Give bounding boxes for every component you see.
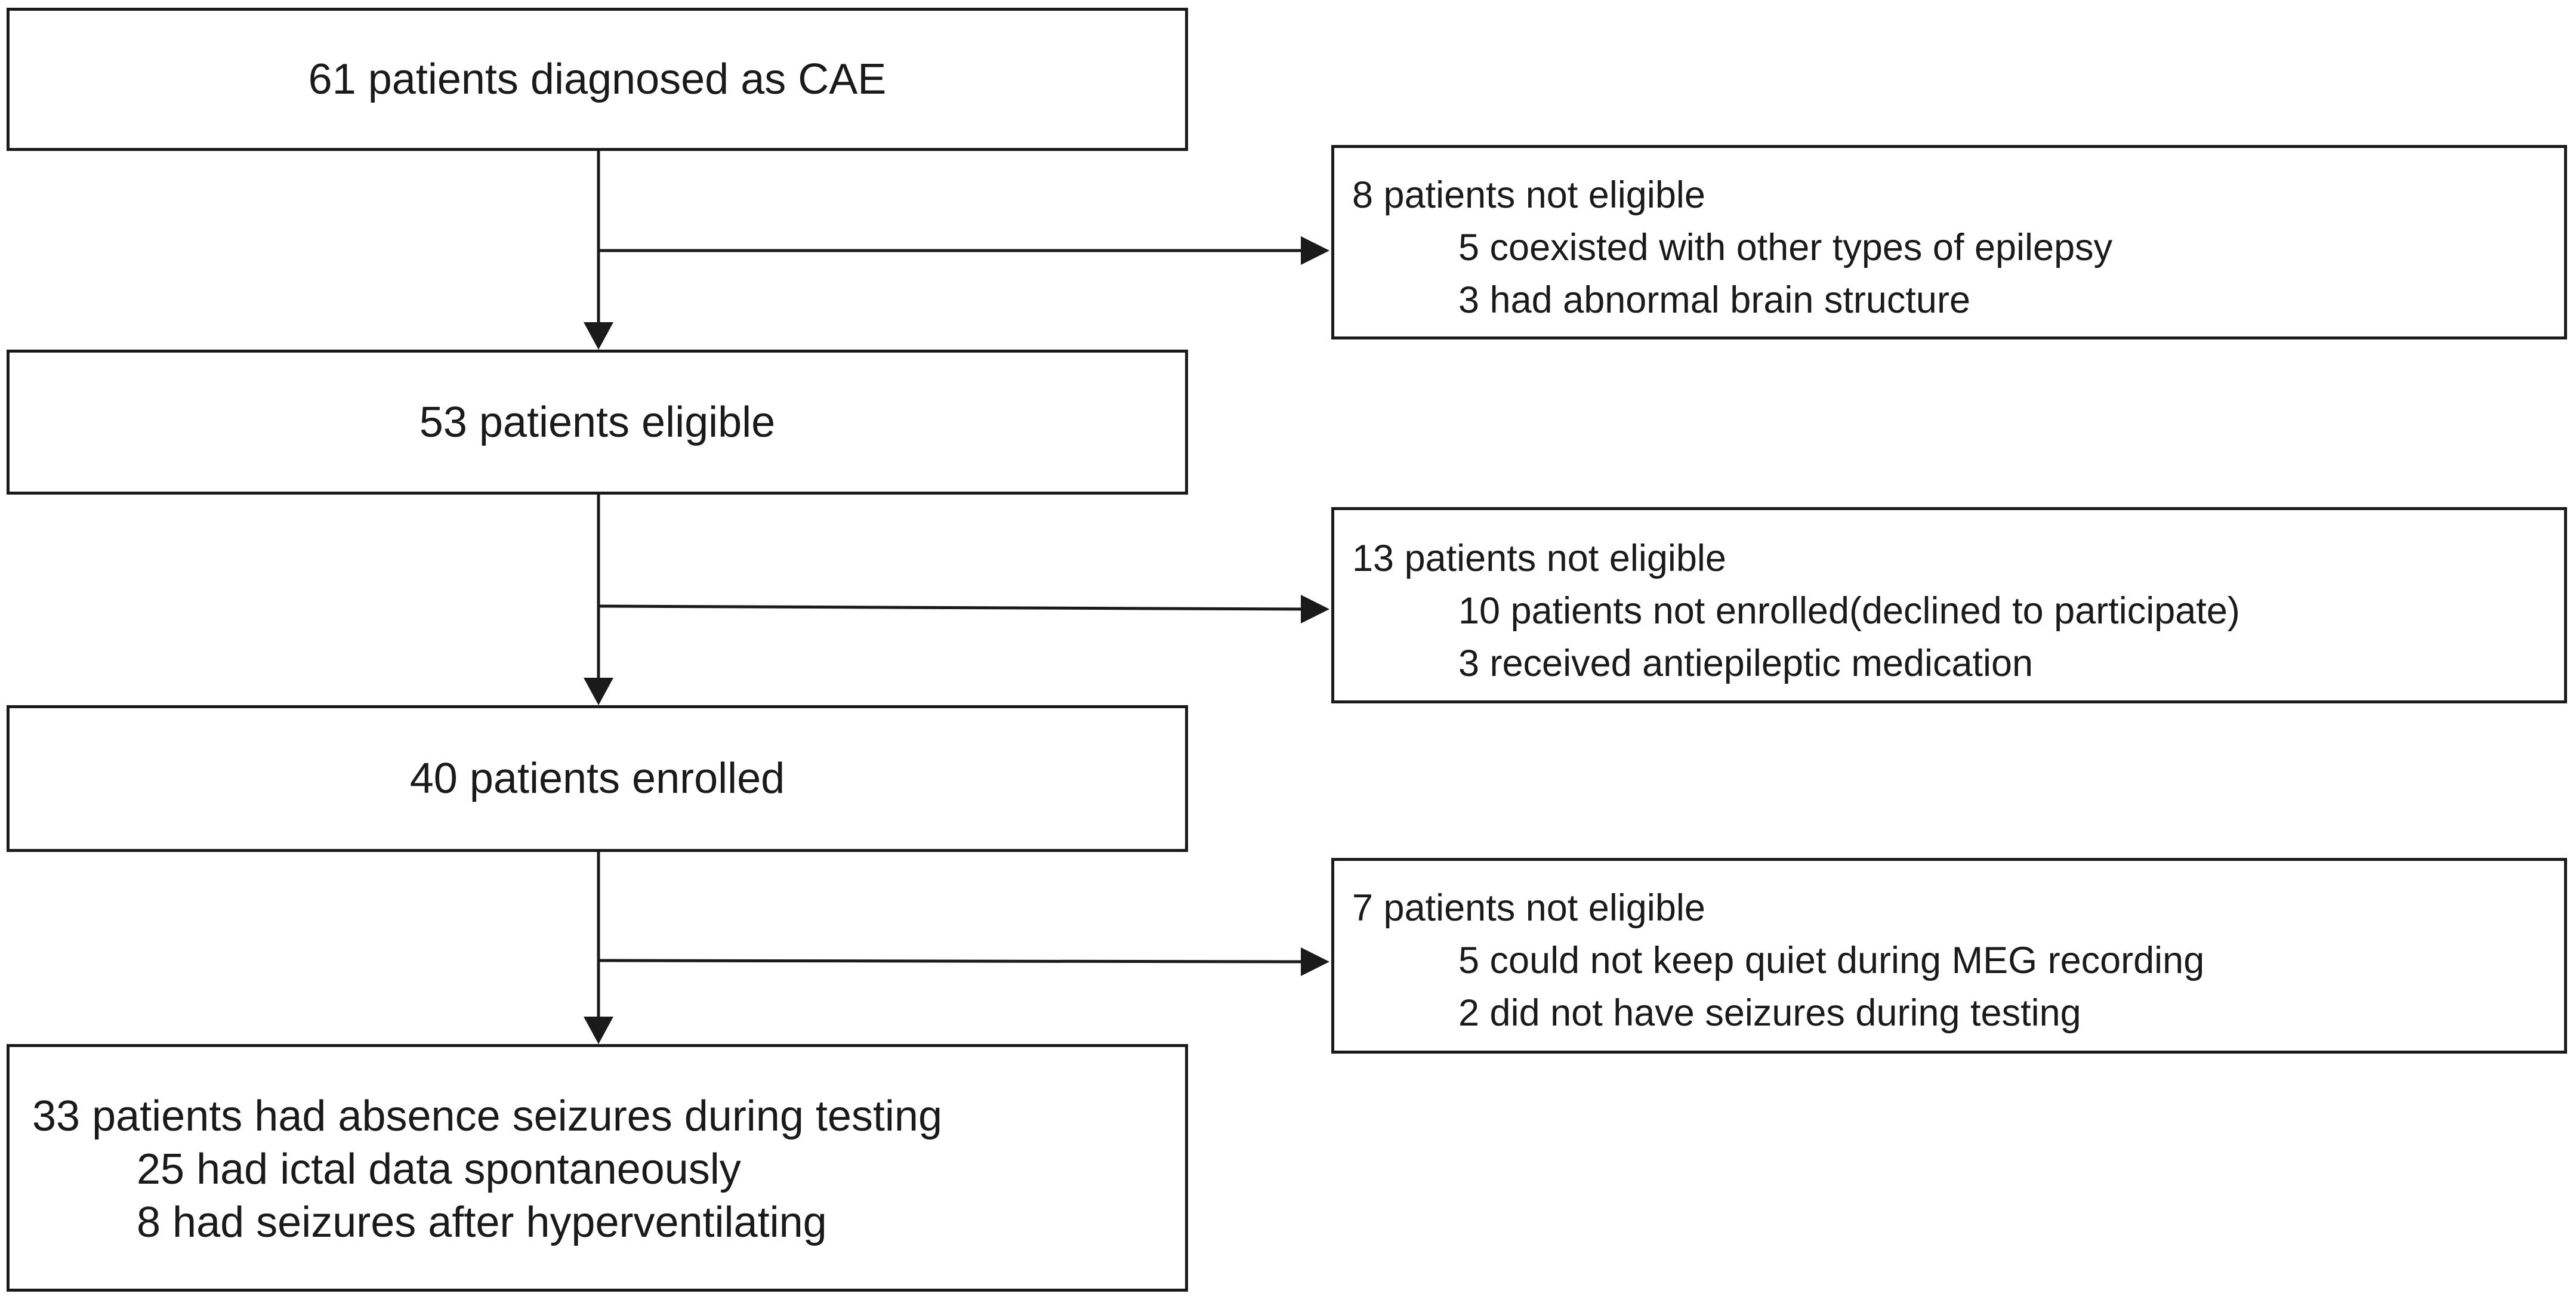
flow-box-enrolled-text: 40 patients enrolled [409, 755, 785, 802]
flow-box-diagnosed-text: 61 patients diagnosed as CAE [308, 55, 887, 103]
exclusion-box-2: 13 patients not eligible 10 patients not… [1331, 507, 2567, 703]
horizontal-connector-2 [598, 604, 1304, 611]
final-box-title: 33 patients had absence seizures during … [32, 1092, 943, 1140]
flow-box-enrolled: 40 patients enrolled [7, 705, 1188, 852]
exclusion-box-3-title: 7 patients not eligible [1352, 887, 1705, 929]
exclusion-box-2-title: 13 patients not eligible [1352, 538, 1726, 579]
arrowhead-right-1 [1301, 236, 1329, 265]
flow-box-eligible: 53 patients eligible [7, 350, 1188, 495]
arrowhead-down-1 [584, 322, 613, 350]
exclusion-box-1-item-1: 5 coexisted with other types of epilepsy [1458, 227, 2113, 268]
exclusion-box-1: 8 patients not eligible 5 coexisted with… [1331, 145, 2567, 339]
flow-box-eligible-text: 53 patients eligible [419, 398, 776, 446]
exclusion-box-1-item-2: 3 had abnormal brain structure [1458, 279, 1970, 321]
arrowhead-down-3 [584, 1017, 613, 1044]
horizontal-connector-3 [598, 959, 1304, 964]
exclusion-box-3-item-1: 5 could not keep quiet during MEG record… [1458, 940, 2205, 981]
flow-box-diagnosed: 61 patients diagnosed as CAE [7, 8, 1188, 151]
final-box-item-1: 25 had ictal data spontaneously [137, 1145, 741, 1193]
arrowhead-down-2 [584, 678, 613, 705]
exclusion-box-1-title: 8 patients not eligible [1352, 174, 1705, 216]
arrowhead-right-2 [1301, 595, 1329, 623]
exclusion-box-3-item-2: 2 did not have seizures during testing [1458, 992, 2081, 1034]
flow-box-final: 33 patients had absence seizures during … [7, 1044, 1188, 1292]
final-box-item-2: 8 had seizures after hyperventilating [137, 1199, 827, 1246]
arrowhead-right-3 [1301, 947, 1329, 976]
exclusion-box-3: 7 patients not eligible 5 could not keep… [1331, 858, 2567, 1054]
exclusion-box-2-item-1: 10 patients not enrolled(declined to par… [1458, 590, 2240, 632]
exclusion-box-2-item-2: 3 received antiepileptic medication [1458, 643, 2034, 684]
